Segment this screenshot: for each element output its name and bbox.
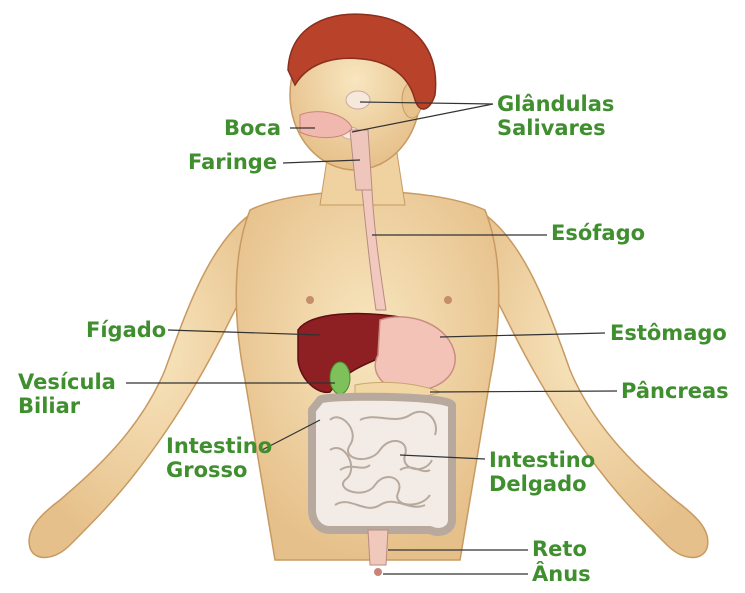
- nipple-left: [306, 296, 314, 304]
- rectum: [368, 530, 388, 565]
- label-vesicula-biliar: Vesícula Biliar: [18, 370, 116, 418]
- label-faringe: Faringe: [188, 150, 277, 174]
- label-anus: Ânus: [532, 562, 591, 586]
- label-intestino-delgado-line2: Delgado: [489, 472, 595, 496]
- label-glandulas-line1: Glândulas: [497, 92, 614, 116]
- label-vesicula-line2: Biliar: [18, 394, 116, 418]
- label-boca: Boca: [224, 116, 281, 140]
- label-intestino-grosso-line2: Grosso: [166, 458, 272, 482]
- label-intestino-delgado-line1: Intestino: [489, 448, 595, 472]
- label-estomago: Estômago: [610, 321, 727, 345]
- label-intestino-grosso-line1: Intestino: [166, 434, 272, 458]
- label-figado: Fígado: [86, 318, 166, 342]
- label-intestino-grosso: Intestino Grosso: [166, 434, 272, 482]
- label-glandulas-line2: Salivares: [497, 116, 614, 140]
- nipple-right: [444, 296, 452, 304]
- gallbladder: [330, 362, 350, 394]
- label-esofago: Esófago: [551, 221, 645, 245]
- label-reto: Reto: [532, 537, 587, 561]
- label-intestino-delgado: Intestino Delgado: [489, 448, 595, 496]
- anus: [374, 568, 382, 576]
- label-vesicula-line1: Vesícula: [18, 370, 116, 394]
- label-pancreas: Pâncreas: [621, 379, 729, 403]
- label-glandulas-salivares: Glândulas Salivares: [497, 92, 614, 140]
- salivary-gland: [346, 91, 370, 109]
